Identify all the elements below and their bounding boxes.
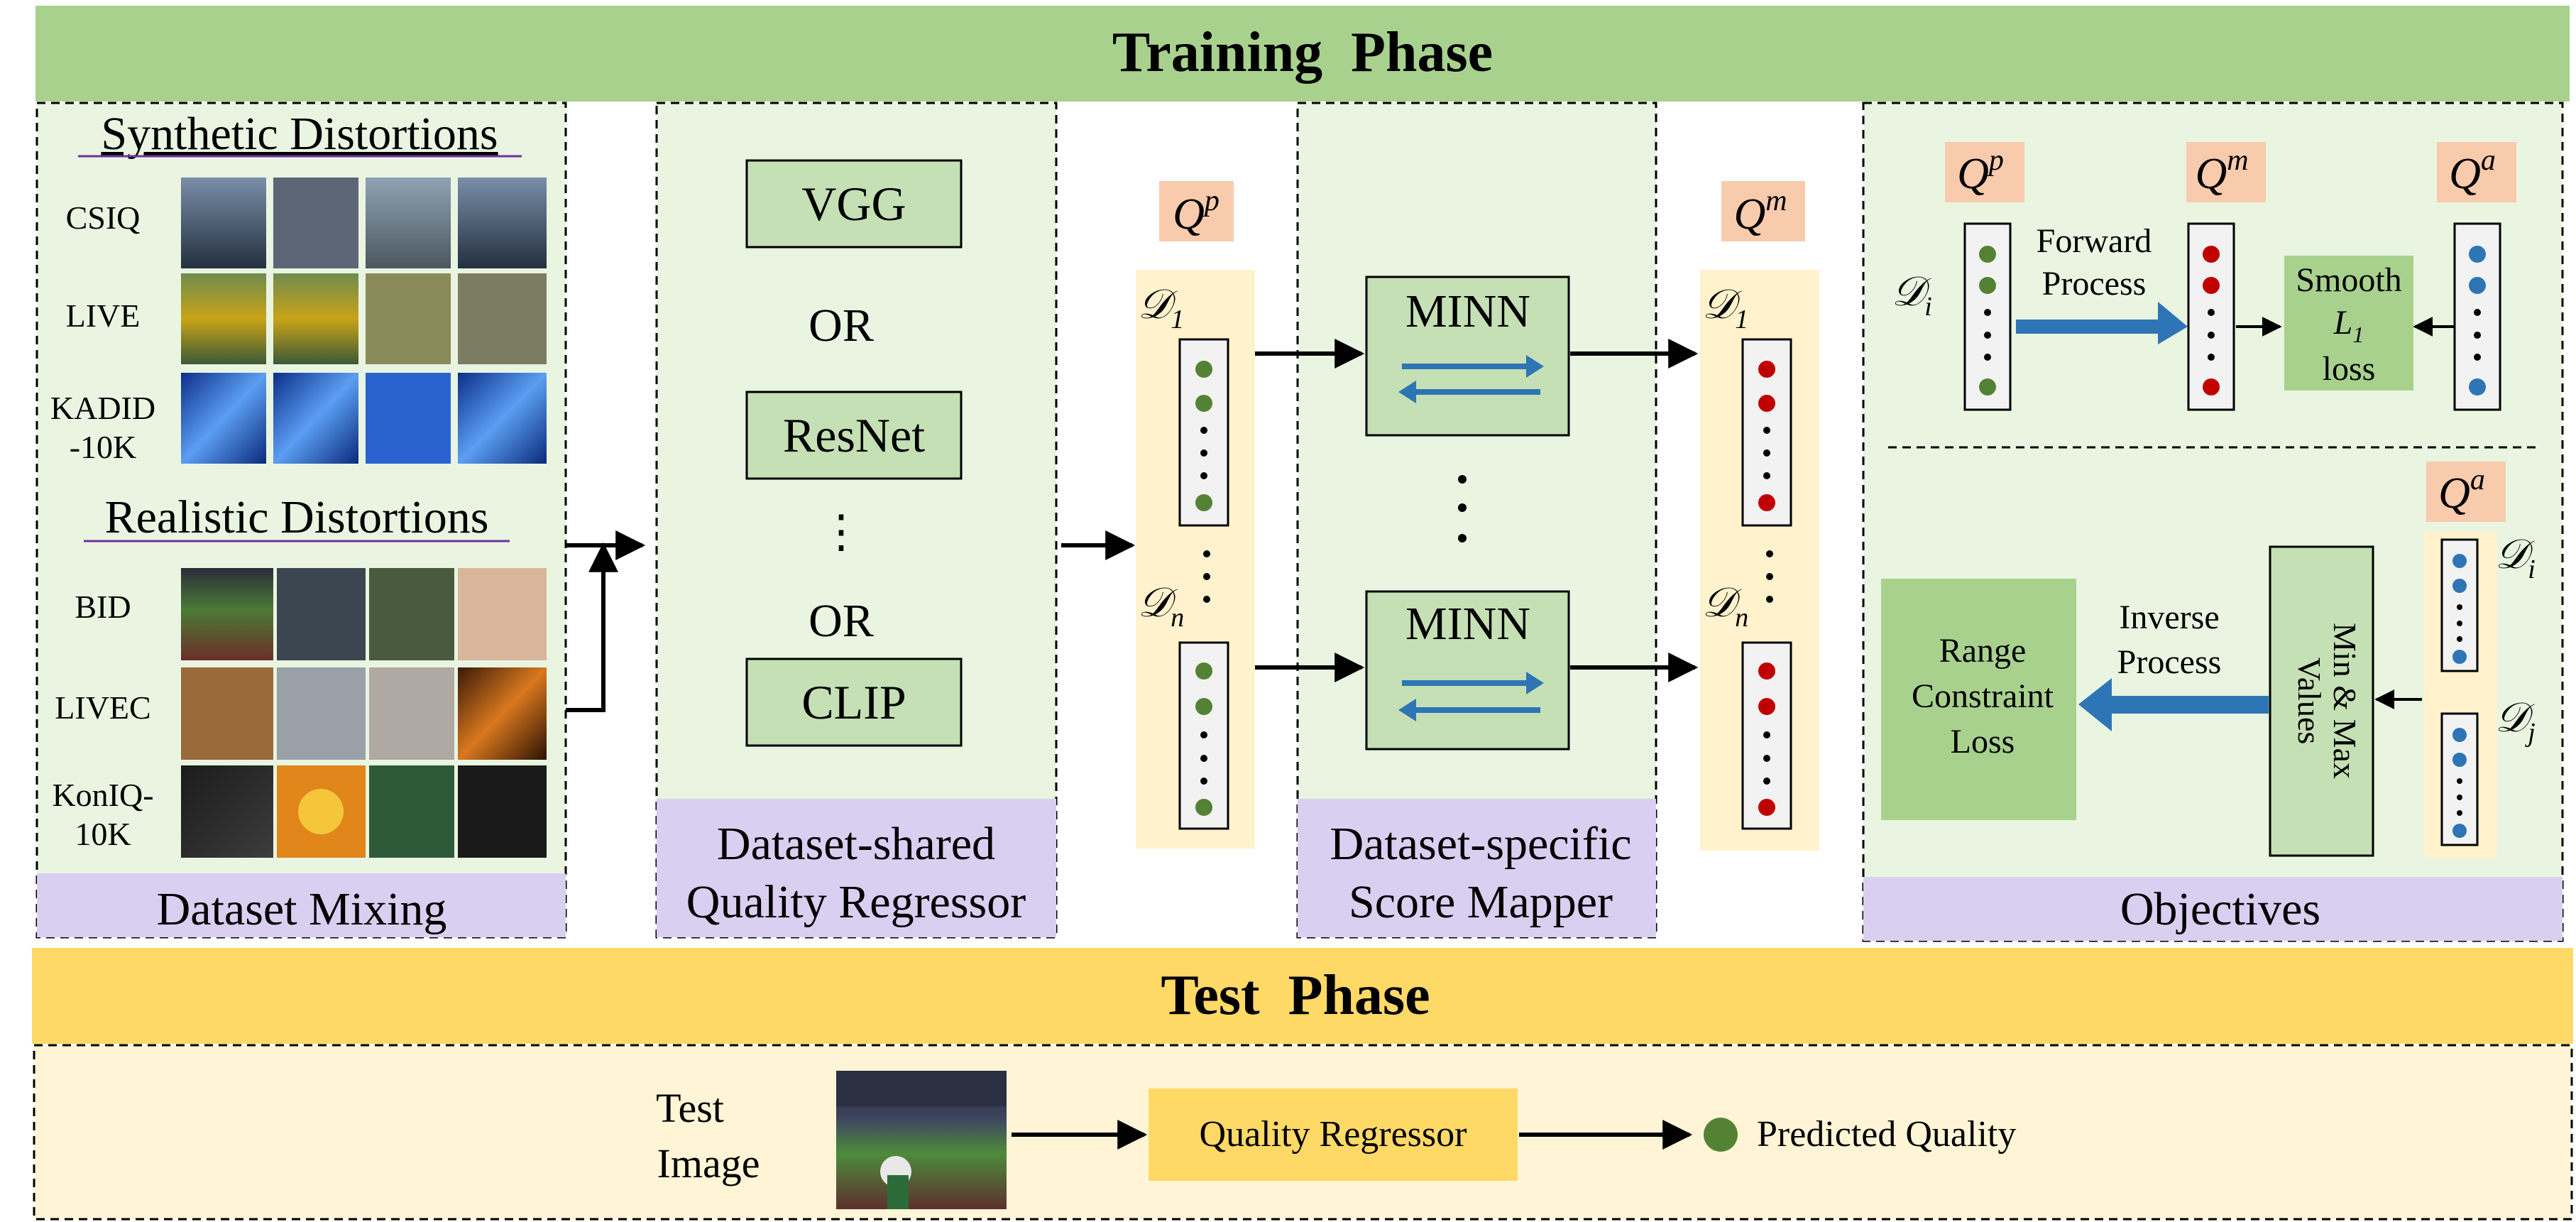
dataset-label-kadid: KADID (50, 390, 155, 426)
koniq-thumbnails (181, 765, 547, 858)
mapper-footer-line2: Score Mapper (1349, 876, 1613, 928)
test-image-line1: Test (656, 1085, 724, 1131)
forward-process-arrow (2016, 302, 2188, 344)
training-phase-header (35, 6, 2570, 102)
dataset-mixing-panel: Dataset Mixing Synthetic Distortions Rea… (35, 102, 567, 939)
clip-label: CLIP (801, 675, 906, 729)
predicted-quality-dot (1704, 1118, 1738, 1152)
objectives-panel: Objectives Qp Qm Qa 𝒟i Forward Process S… (1862, 102, 2564, 942)
resnet-label: ResNet (783, 408, 925, 462)
qm-column: Qm 𝒟1 𝒟n (1700, 181, 1819, 851)
dataset-label-kadid-2: -10K (70, 429, 137, 465)
min-max-line2: Values (2291, 658, 2328, 745)
range-line2: Constraint (1912, 677, 2054, 715)
mapper-footer-line1: Dataset-specific (1330, 818, 1631, 870)
qp-symbol: Qp (1173, 185, 1220, 239)
dataset-label-koniq-2: 10K (75, 816, 131, 852)
minn-label-2: MINN (1405, 598, 1530, 650)
livec-thumbnails (181, 667, 547, 760)
test-phase-title: Test Phase (1161, 964, 1430, 1027)
predicted-quality-label: Predicted Quality (1757, 1114, 2016, 1155)
dataset-mixing-footer: Dataset Mixing (157, 883, 447, 935)
qm-symbol: Qm (1733, 185, 1787, 239)
range-line1: Range (1939, 632, 2027, 670)
clip-box (745, 658, 963, 747)
resnet-box (745, 391, 963, 480)
smooth-l1-line3: loss (2323, 350, 2376, 388)
qp-d1: 𝒟1 (1138, 281, 1184, 334)
realistic-distortions-title: Realistic Distortions (105, 491, 489, 543)
bid-thumbnails (181, 568, 547, 660)
smooth-l1-loss-box (2284, 256, 2413, 391)
regressor-footer-line2: Quality Regressor (686, 876, 1026, 928)
live-thumbnails (181, 273, 547, 364)
quality-regressor-panel: Dataset-shared Quality Regressor VGG OR … (655, 102, 1058, 939)
minn-box-1 (1365, 276, 1570, 437)
range-line3: Loss (1951, 723, 2015, 760)
range-constraint-loss-box (1881, 579, 2076, 820)
synthetic-distortions-title: Synthetic Distortions (101, 108, 498, 160)
dataset-label-csiq: CSIQ (66, 200, 141, 236)
minn-bidirectional-arrows-2 (1398, 672, 1544, 721)
minn-box-2 (1365, 590, 1570, 751)
mapper-arrows (1255, 339, 1699, 682)
csiq-thumbnails (181, 178, 547, 268)
forward-process-line1: Forward (2037, 222, 2152, 260)
obj-qa-symbol-bottom: Qa (2438, 464, 2485, 518)
inverse-process-line1: Inverse (2119, 599, 2219, 636)
vgg-box (745, 159, 963, 249)
dataset-label-bid: BID (75, 589, 131, 625)
minn-label-1: MINN (1405, 285, 1530, 337)
vgg-label: VGG (801, 177, 906, 231)
smooth-l1-line1: Smooth (2296, 261, 2401, 299)
qm-dn: 𝒟n (1702, 579, 1748, 633)
test-phase-header (32, 948, 2573, 1044)
forward-process-line2: Process (2042, 265, 2147, 302)
smooth-l1-line2: L1 (2333, 304, 2364, 347)
or-label-2: OR (809, 595, 874, 647)
dataset-label-koniq: KonIQ- (52, 777, 153, 813)
qp-dn: 𝒟n (1138, 579, 1184, 633)
score-mapper-panel: Dataset-specific Score Mapper MINN MINN (1296, 102, 1657, 939)
dataset-label-livec: LIVEC (55, 689, 150, 726)
dataset-label-live: LIVE (66, 298, 141, 334)
qp-column: Qp 𝒟1 𝒟n (1136, 181, 1255, 849)
or-label-1: OR (809, 300, 874, 351)
min-max-values-box (2269, 545, 2374, 857)
test-image-line2: Image (657, 1140, 760, 1186)
test-quality-regressor-box (1149, 1089, 1518, 1181)
inverse-process-arrow (2078, 678, 2269, 731)
min-max-line1: Min & Max (2327, 623, 2363, 779)
inverse-process-line2: Process (2117, 643, 2222, 681)
minn-bidirectional-arrows-1 (1398, 355, 1544, 403)
ellipsis-vertical: ⋮ (818, 506, 864, 557)
regressor-footer-line1: Dataset-shared (717, 818, 995, 870)
kadid-thumbnails (181, 373, 547, 464)
qm-d1: 𝒟1 (1702, 281, 1748, 334)
objectives-footer: Objectives (2120, 883, 2320, 935)
test-quality-regressor-label: Quality Regressor (1200, 1114, 1467, 1155)
test-phase-panel: Test Image Quality Regressor Predicted Q… (33, 1044, 2573, 1221)
mixing-to-regressor-arrow (566, 530, 646, 712)
training-phase-title: Training Phase (1112, 21, 1493, 84)
